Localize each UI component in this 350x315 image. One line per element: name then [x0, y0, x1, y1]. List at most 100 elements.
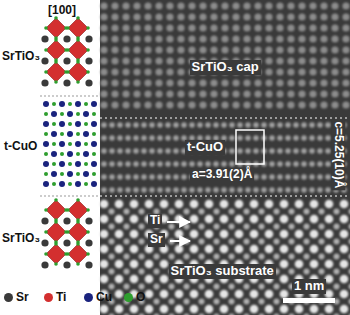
ti-column [139, 209, 145, 215]
sr-atom [63, 261, 70, 268]
atom-column [277, 148, 283, 154]
legend-item: Cu [84, 290, 112, 304]
atom-column [133, 2, 140, 9]
atom-column [298, 57, 305, 64]
atom-column [331, 79, 338, 86]
sr-column [265, 230, 274, 239]
atom-column [254, 13, 261, 20]
ti-column [124, 314, 130, 315]
atom-column [269, 174, 275, 180]
atom-column [309, 2, 316, 9]
cu-atom [91, 101, 97, 107]
atom-column [205, 187, 211, 193]
atom-column [342, 101, 349, 108]
atom-column [301, 148, 307, 154]
ti-column [349, 299, 350, 305]
atom-column [277, 161, 283, 167]
o-atom [92, 112, 96, 116]
atom-column [331, 24, 338, 31]
sr-column [295, 305, 304, 314]
atom-column [287, 101, 294, 108]
ti-column [229, 209, 235, 215]
sr-column [130, 230, 139, 239]
atom-column [269, 135, 275, 141]
ti-octahedron [46, 244, 66, 264]
cu-atom [67, 111, 73, 117]
ti-column [259, 299, 265, 305]
atom-column [342, 57, 349, 64]
atom-column [125, 135, 131, 141]
sr-column [130, 245, 139, 254]
atom-column [144, 101, 151, 108]
o-atom [66, 48, 70, 52]
sr-column [340, 200, 349, 209]
sr-column [205, 290, 214, 299]
atom-column [237, 122, 243, 128]
o-atom [44, 48, 48, 52]
o-atom [68, 162, 72, 166]
o-atom [60, 132, 64, 136]
atom-column [122, 90, 129, 97]
atom-column [111, 79, 118, 86]
atom-column [221, 101, 228, 108]
atom-column [309, 135, 315, 141]
ti-column [169, 209, 175, 215]
atom-column [237, 148, 243, 154]
atom-column [111, 35, 118, 42]
ti-octahedron [68, 62, 88, 82]
sr-column [265, 215, 274, 224]
cu-atom [43, 101, 49, 107]
ti-column [199, 224, 205, 230]
atom-column [111, 24, 118, 31]
atom-column [298, 68, 305, 75]
atom-column [133, 79, 140, 86]
o-atom [84, 162, 88, 166]
sr-column [205, 215, 214, 224]
atom-column [199, 79, 206, 86]
sr-column [280, 305, 289, 314]
legend-text: O [136, 290, 145, 304]
o-atom [76, 242, 80, 246]
sr-column [190, 200, 199, 209]
atom-column [287, 90, 294, 97]
direction-label: [100] [48, 4, 76, 18]
ti-column [319, 254, 325, 260]
sr-column [175, 245, 184, 254]
atom-column [197, 161, 203, 167]
atom-column [141, 161, 147, 167]
atom-column [213, 161, 219, 167]
atom-column [133, 57, 140, 64]
atom-column [166, 35, 173, 42]
ti-column [274, 254, 280, 260]
ti-column [259, 224, 265, 230]
atom-column [188, 46, 195, 53]
sr-column [325, 230, 334, 239]
atom-column [309, 122, 315, 128]
atom-column [265, 57, 272, 64]
pointer-arrow [170, 240, 190, 242]
o-atom [54, 38, 58, 42]
atom-column [165, 174, 171, 180]
atom-column [232, 79, 239, 86]
atom-column [293, 161, 299, 167]
ti-column [214, 239, 220, 245]
atom-column [269, 187, 275, 193]
atom-column [285, 148, 291, 154]
atom-column [133, 90, 140, 97]
scale-label: 1 nm [292, 279, 326, 294]
ti-column [289, 254, 295, 260]
sr-column [220, 290, 229, 299]
cu-atom [75, 121, 81, 127]
o-atom [60, 152, 64, 156]
atom-column [243, 2, 250, 9]
atom-column [101, 174, 107, 180]
ti-column [244, 284, 250, 290]
atom-column [309, 101, 316, 108]
ti-octahedron [46, 200, 66, 220]
ti-column [274, 284, 280, 290]
o-atom [68, 182, 72, 186]
sr-column [310, 260, 319, 269]
atom-column [133, 101, 140, 108]
sr-column [115, 200, 124, 209]
atom-column [109, 135, 115, 141]
